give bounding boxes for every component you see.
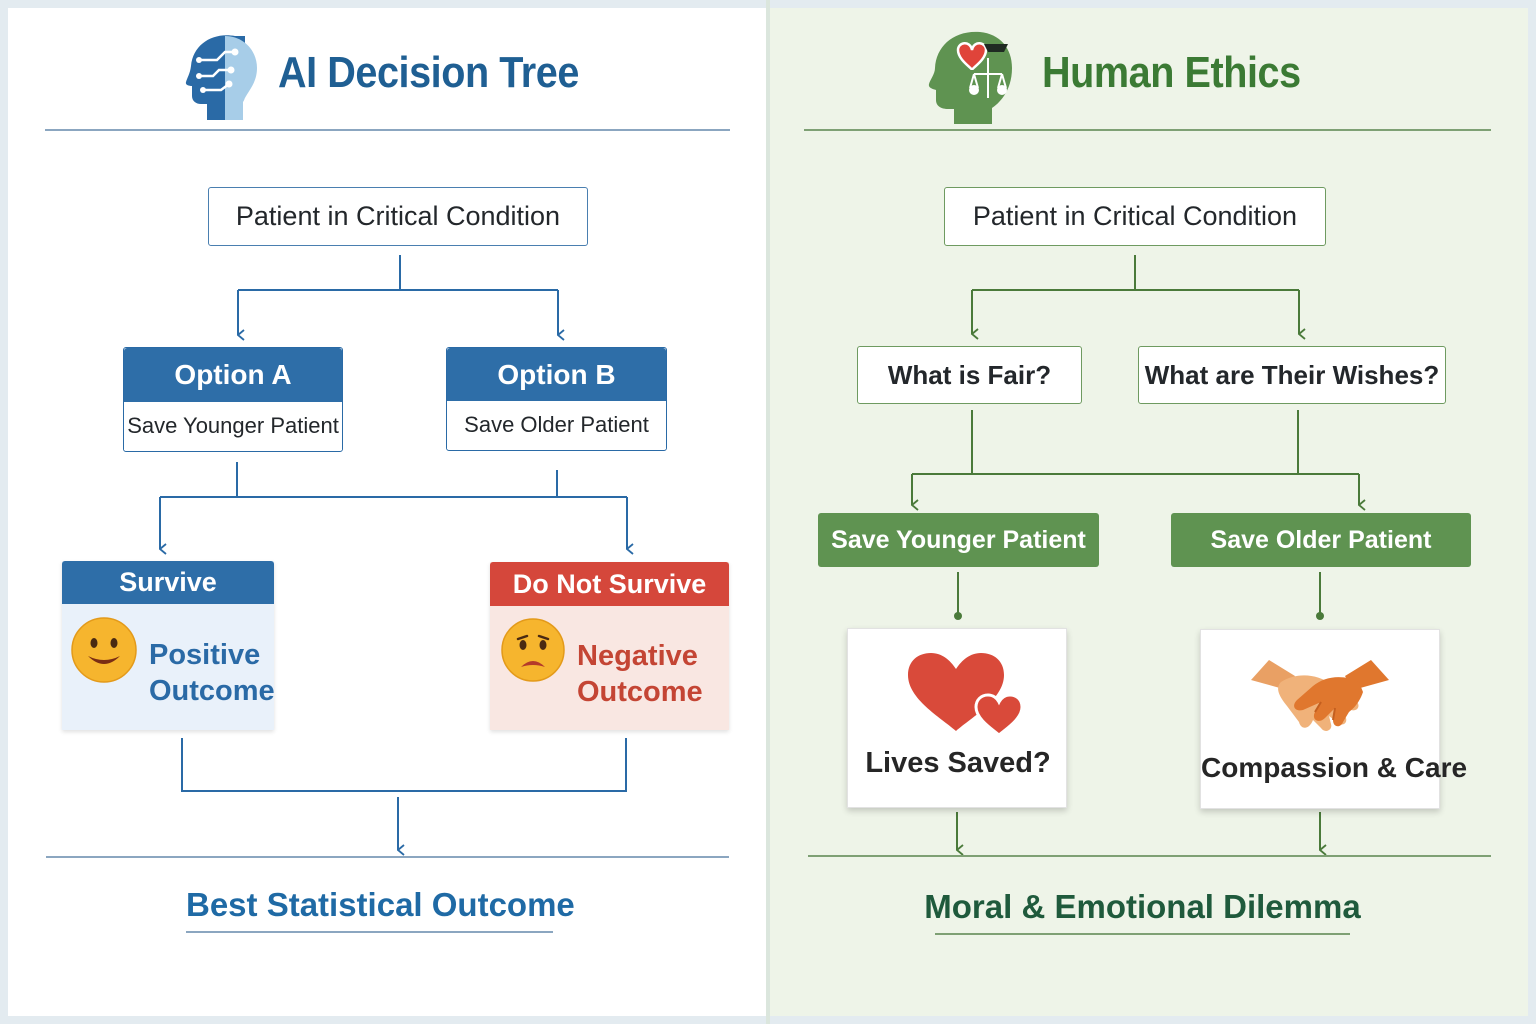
ai-root-node: Patient in Critical Condition <box>208 187 588 246</box>
not-survive-header: Do Not Survive <box>490 562 729 606</box>
survive-node: Survive Positive Outcome <box>62 561 275 730</box>
ethics-footer: Moral & Emotional Dilemma <box>924 888 1361 925</box>
option-a-node: Option A Save Younger Patient <box>123 347 343 452</box>
ethics-root-node: Patient in Critical Condition <box>944 187 1326 246</box>
question-wishes-node: What are Their Wishes? <box>1138 346 1446 404</box>
positive-outcome-line2: Outcome <box>149 675 275 707</box>
negative-outcome-line1: Negative <box>577 640 698 672</box>
question-fair-node: What is Fair? <box>857 346 1082 404</box>
option-a-title: Option A <box>124 348 342 402</box>
option-b-node: Option B Save Older Patient <box>446 347 667 451</box>
handshake-icon <box>1247 650 1393 746</box>
negative-outcome-text: Negative Outcome <box>577 638 703 710</box>
lives-saved-card: Lives Saved? <box>847 628 1067 808</box>
positive-outcome-line1: Positive <box>149 639 261 671</box>
compassion-card: Compassion & Care <box>1200 629 1468 809</box>
negative-outcome-line2: Outcome <box>577 676 703 708</box>
compassion-label: Compassion & Care <box>1201 752 1468 783</box>
ai-decision-tree-panel <box>8 8 766 1016</box>
hearts-icon <box>906 651 1024 739</box>
ethics-title: Human Ethics <box>1042 48 1301 97</box>
human-head-heart-scales-icon <box>928 28 1018 126</box>
ai-head-circuit-icon <box>185 30 261 124</box>
option-b-title: Option B <box>447 348 666 401</box>
option-a-subtitle: Save Younger Patient <box>124 402 342 450</box>
lives-saved-label: Lives Saved? <box>865 747 1051 779</box>
save-younger-node: Save Younger Patient <box>818 513 1099 567</box>
option-b-subtitle: Save Older Patient <box>447 401 666 449</box>
sad-face-icon <box>500 617 566 683</box>
save-older-node: Save Older Patient <box>1171 513 1471 567</box>
not-survive-node: Do Not Survive Negative Outcome <box>490 562 729 730</box>
panel-divider <box>766 0 770 1024</box>
human-ethics-panel <box>770 8 1528 1016</box>
ai-title: AI Decision Tree <box>278 48 579 97</box>
survive-header: Survive <box>62 561 274 604</box>
ai-footer: Best Statistical Outcome <box>186 886 575 923</box>
smiling-face-icon <box>70 616 138 684</box>
positive-outcome-text: Positive Outcome <box>149 637 275 709</box>
